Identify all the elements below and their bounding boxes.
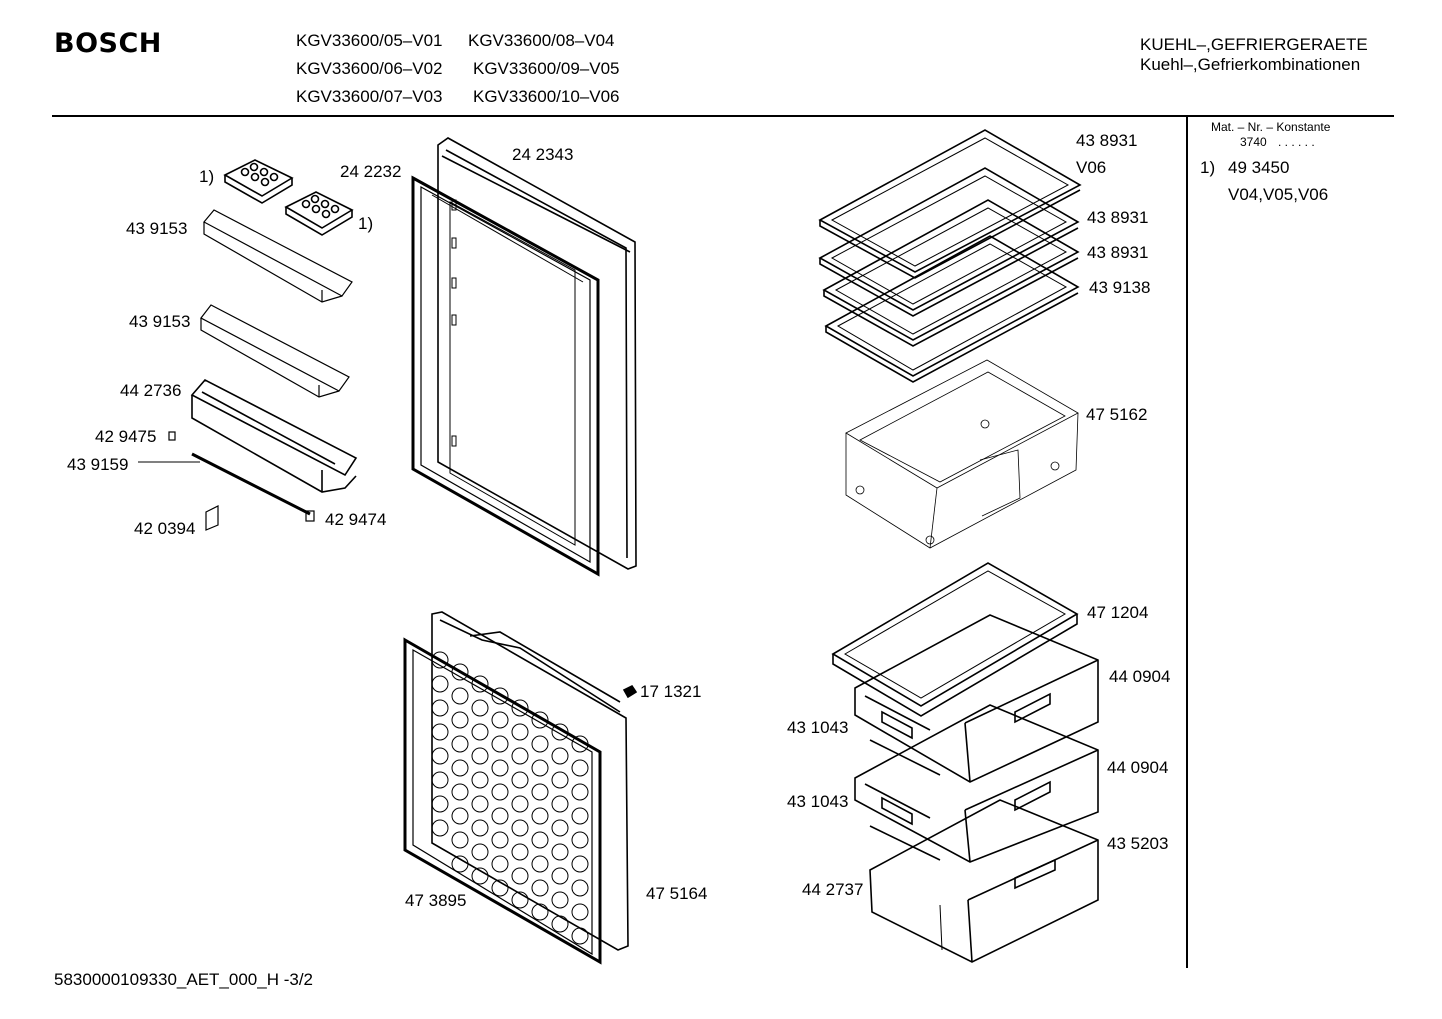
- note-part-number: 49 3450: [1228, 158, 1290, 177]
- part-label: 44 0904: [1107, 758, 1169, 777]
- part-label: 47 5164: [646, 884, 708, 903]
- model-number: KGV33600/05–V01: [296, 31, 443, 50]
- door-shelf-upper: [203, 209, 353, 303]
- glass-shelf-4: [824, 235, 1080, 383]
- part-label: 43 1043: [787, 792, 849, 811]
- part-label: 42 9475: [95, 427, 157, 446]
- sidebar-constant: 3740: [1240, 135, 1267, 149]
- fridge-door-upper: [411, 137, 637, 577]
- part-label: 42 9474: [325, 510, 387, 529]
- sidebar-dots: . . . . . .: [1278, 135, 1315, 149]
- part-label: 43 8931: [1076, 131, 1138, 150]
- part-label: 24 2232: [340, 162, 402, 181]
- part-label: 43 9159: [67, 455, 129, 474]
- part-label: 43 9153: [129, 312, 191, 331]
- part-label: 47 1204: [1087, 603, 1149, 622]
- egg-tray-left: [223, 159, 294, 204]
- part-label: 44 2736: [120, 381, 182, 400]
- crisper-bin: [845, 359, 1079, 549]
- part-label: 43 1043: [787, 718, 849, 737]
- part-label: 43 9153: [126, 219, 188, 238]
- freezer-drawer-2: [854, 704, 1099, 863]
- model-number: KGV33600/10–V06: [473, 87, 620, 106]
- freezer-door-dimple-pattern: [431, 651, 589, 945]
- note-variants: V04,V05,V06: [1228, 185, 1329, 204]
- glass-shelf-1: [818, 129, 1082, 279]
- category-title: KUEHL–,GEFRIERGERAETE: [1140, 35, 1368, 54]
- model-number: KGV33600/07–V03: [296, 87, 443, 106]
- model-number: KGV33600/06–V02: [296, 59, 443, 78]
- shelf-fittings: [138, 431, 315, 531]
- egg-tray-right: [284, 191, 354, 236]
- door-clip: [622, 684, 638, 699]
- part-label: 47 3895: [405, 891, 467, 910]
- brand-logo: BOSCH: [54, 28, 162, 59]
- glass-shelf-2: [818, 167, 1080, 317]
- model-number: KGV33600/08–V04: [468, 31, 615, 50]
- part-label: V06: [1076, 158, 1107, 177]
- part-label: 43 8931: [1087, 208, 1149, 227]
- part-label: 44 0904: [1109, 667, 1171, 686]
- model-number: KGV33600/09–V05: [473, 59, 620, 78]
- part-label: 1): [199, 167, 215, 186]
- freezer-tray: [831, 562, 1079, 717]
- note-marker: 1): [1200, 158, 1216, 177]
- door-shelf-lower: [190, 379, 358, 493]
- freezer-drawer-1: [854, 614, 1099, 783]
- part-label: 43 5203: [1107, 834, 1169, 853]
- sidebar-heading: Mat. – Nr. – Konstante: [1211, 120, 1331, 134]
- category-subtitle: Kuehl–,Gefrierkombinationen: [1140, 55, 1361, 74]
- document-code: 5830000109330_AET_000_H -3/2: [54, 970, 313, 989]
- part-label: 24 2343: [512, 145, 574, 164]
- part-label: 43 8931: [1087, 243, 1149, 262]
- part-label: 47 5162: [1086, 405, 1148, 424]
- part-label: 42 0394: [134, 519, 196, 538]
- part-label: 1): [358, 214, 374, 233]
- part-label: 17 1321: [640, 682, 702, 701]
- door-shelf-middle: [200, 304, 350, 398]
- glass-shelf-3: [822, 199, 1080, 347]
- freezer-drawer-3: [869, 799, 1099, 963]
- part-label: 43 9138: [1089, 278, 1151, 297]
- part-label: 44 2737: [802, 880, 864, 899]
